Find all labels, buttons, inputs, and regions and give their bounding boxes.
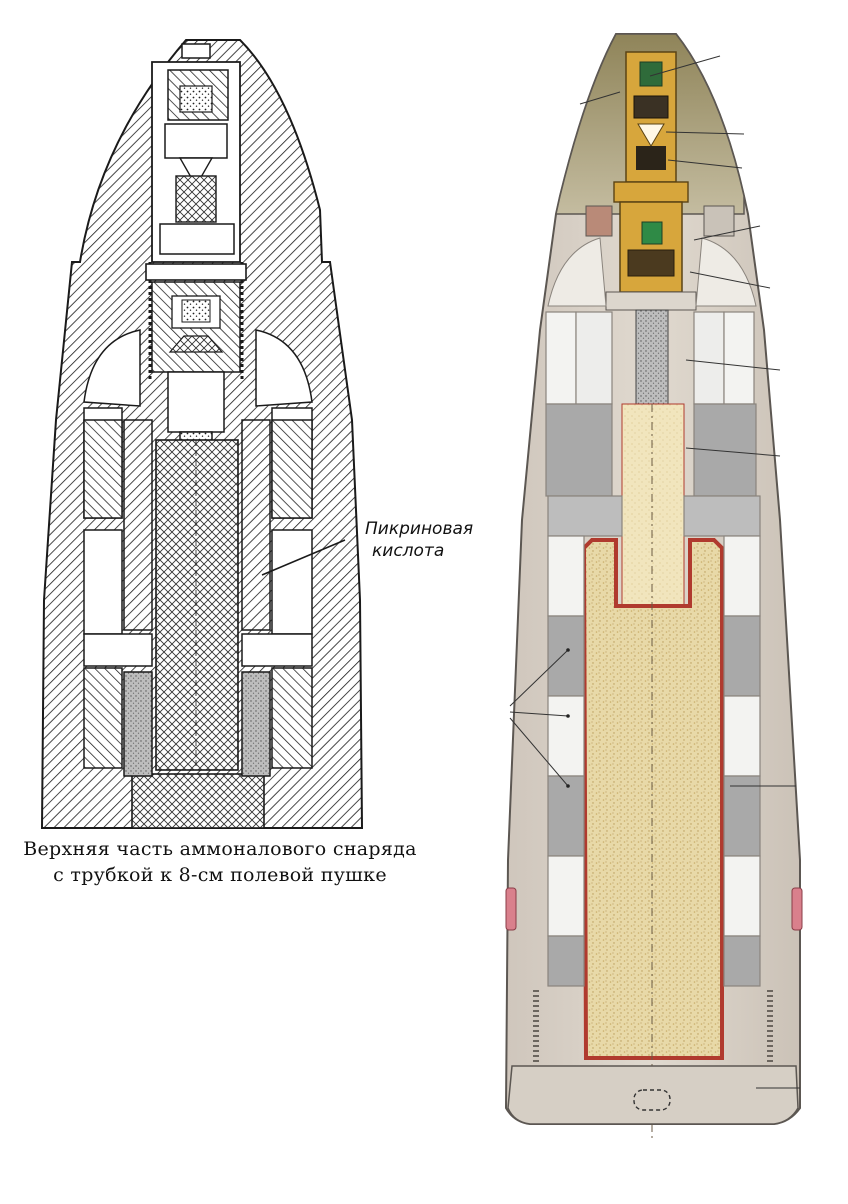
caption-line-1: Верхняя часть аммоналового снаряда bbox=[23, 838, 417, 860]
right-thread-left bbox=[585, 205, 613, 237]
left-segments-right bbox=[241, 407, 313, 777]
left-fuze-cap bbox=[181, 43, 211, 59]
right-marker-dot-2 bbox=[566, 714, 570, 718]
right-marker-dot-1 bbox=[566, 648, 570, 652]
picric-acid-label-line1: Пикриновая bbox=[365, 519, 473, 539]
right-segments-left bbox=[545, 311, 623, 987]
left-main-charge bbox=[155, 439, 239, 771]
left-shell-drawing: Пикриновая кислота bbox=[40, 39, 473, 829]
left-adapter bbox=[145, 263, 247, 281]
left-ogive-void-left bbox=[83, 329, 141, 407]
left-detonator-core bbox=[181, 299, 211, 323]
right-fuze-green-low bbox=[641, 221, 663, 245]
right-booster-column bbox=[635, 309, 669, 405]
left-fuze-collar bbox=[159, 223, 235, 255]
right-upper-charge bbox=[621, 403, 685, 611]
right-fuze-dark-mid bbox=[636, 146, 666, 170]
left-label-leader bbox=[261, 539, 346, 576]
left-bottom-filler bbox=[131, 773, 265, 829]
left-primer-fan bbox=[168, 335, 224, 353]
right-fuze-green-top bbox=[639, 61, 663, 87]
right-segments-right bbox=[683, 311, 761, 987]
right-main-charge bbox=[581, 538, 724, 1060]
right-fuze-mechanism bbox=[627, 249, 675, 277]
picric-acid-label-line2: кислота bbox=[372, 541, 444, 561]
left-fuze-body bbox=[164, 123, 228, 159]
right-marker-dot-3 bbox=[566, 784, 570, 788]
right-base-plug bbox=[633, 1089, 671, 1111]
right-callout-lines bbox=[509, 55, 800, 1089]
right-ogive-void-left bbox=[547, 237, 607, 307]
left-striker bbox=[178, 157, 214, 188]
right-fuze-dark-block bbox=[633, 95, 669, 119]
right-fuze-striker bbox=[637, 123, 665, 147]
left-fuze-threads bbox=[148, 262, 244, 380]
right-fuze-collar bbox=[613, 181, 689, 203]
right-base-plate bbox=[507, 1065, 799, 1125]
left-ogive-void-right bbox=[255, 329, 313, 407]
right-driving-band-left bbox=[505, 887, 517, 931]
right-fuze-lower bbox=[619, 201, 683, 293]
caption-line-2: с трубкой к 8-см полевой пушке bbox=[53, 864, 387, 886]
left-fuze-inner-block bbox=[179, 85, 213, 113]
left-booster-upper bbox=[175, 175, 217, 223]
right-thread-right bbox=[703, 205, 735, 237]
left-booster-sleeve bbox=[167, 371, 225, 433]
right-driving-band-right bbox=[791, 887, 803, 931]
right-adapter bbox=[605, 291, 697, 311]
left-segments-left bbox=[83, 407, 153, 777]
right-shell-section bbox=[504, 33, 803, 1140]
